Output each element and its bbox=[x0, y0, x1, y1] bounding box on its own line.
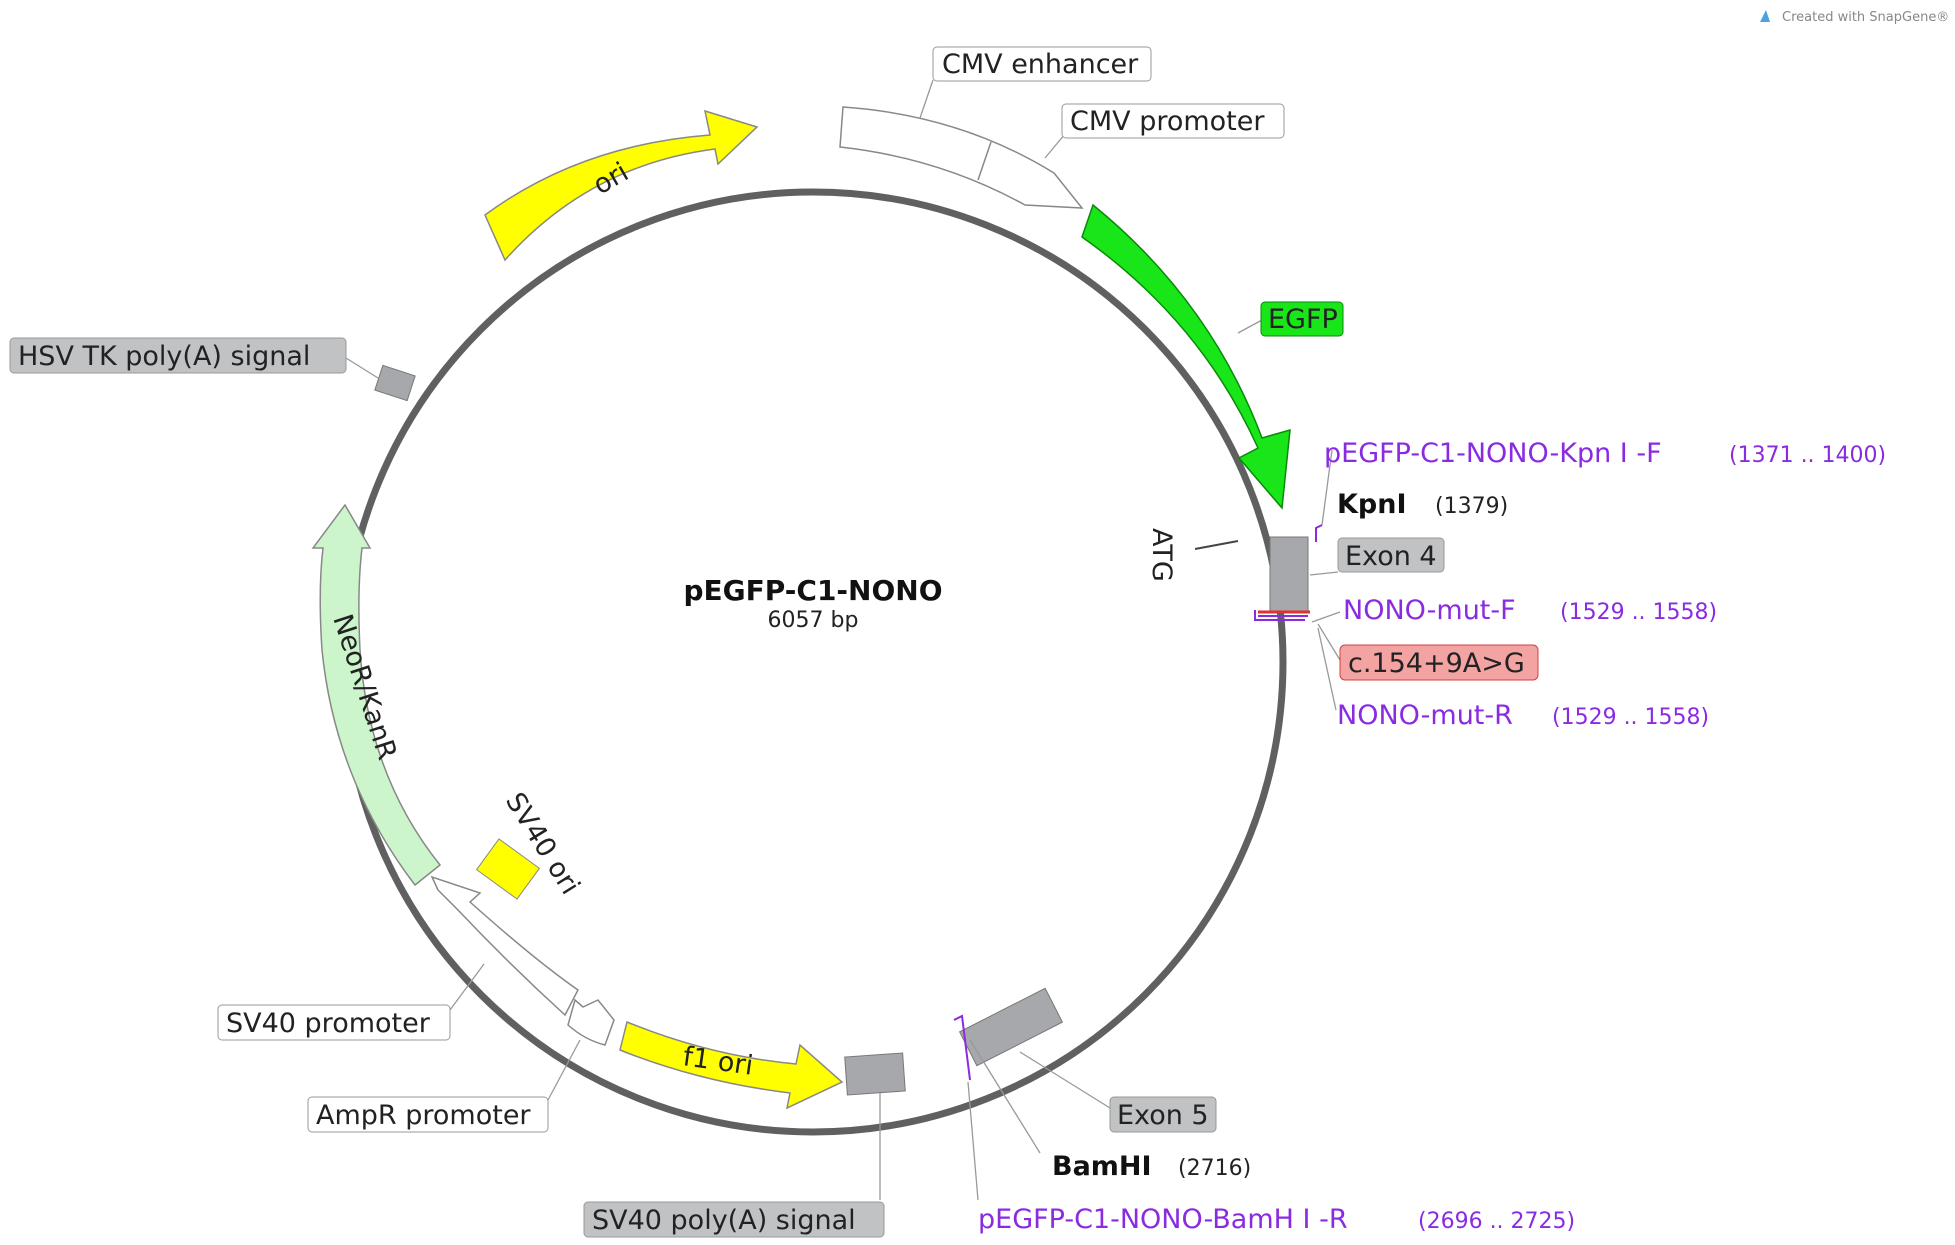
mut-r-primer-name[interactable]: NONO-mut-R bbox=[1337, 700, 1513, 731]
sv40-polya-box[interactable] bbox=[844, 1052, 906, 1096]
kpni-site-name[interactable]: KpnI bbox=[1337, 489, 1407, 520]
mut-f-primer-range: (1529 .. 1558) bbox=[1560, 600, 1717, 625]
cmv-divider bbox=[977, 141, 992, 181]
kpn-f-primer-name[interactable]: pEGFP-C1-NONO-Kpn Ⅰ -F bbox=[1324, 438, 1662, 469]
svg-text:EGFP: EGFP bbox=[1268, 304, 1338, 335]
bam-r-primer-mark bbox=[953, 1014, 971, 1081]
exon4-label[interactable]: Exon 4 bbox=[1337, 537, 1445, 573]
bam-r-primer-range: (2696 .. 2725) bbox=[1418, 1209, 1575, 1234]
mutation-label[interactable]: c.154+9A>G bbox=[1339, 644, 1539, 681]
svg-text:HSV TK poly(A) signal: HSV TK poly(A) signal bbox=[18, 341, 310, 372]
snapgene-logo-icon bbox=[1760, 10, 1770, 22]
plasmid-backbone bbox=[339, 188, 1287, 1136]
neor-kanr-feature[interactable] bbox=[311, 503, 442, 887]
svg-text:CMV enhancer: CMV enhancer bbox=[942, 49, 1139, 80]
egfp-label[interactable]: EGFP bbox=[1260, 301, 1344, 337]
exon4-box[interactable] bbox=[1269, 536, 1309, 613]
mut-f-primer-name[interactable]: NONO-mut-F bbox=[1343, 595, 1516, 626]
sv40-promoter-label[interactable]: SV40 promoter bbox=[217, 1004, 451, 1041]
mut-f-primer-mark bbox=[1254, 610, 1305, 621]
bamhi-site-name[interactable]: BamHI bbox=[1052, 1151, 1152, 1182]
exon5-box[interactable] bbox=[958, 987, 1064, 1067]
sv40-ori-box[interactable] bbox=[475, 838, 541, 900]
mut-r-primer-range: (1529 .. 1558) bbox=[1552, 705, 1709, 730]
kpn-f-primer-mark bbox=[1315, 524, 1323, 542]
kpn-f-primer-range: (1371 .. 1400) bbox=[1729, 443, 1886, 468]
watermark: Created with SnapGene® bbox=[1782, 10, 1949, 25]
bamhi-site-pos: (2716) bbox=[1178, 1156, 1251, 1181]
ampr-promoter-label[interactable]: AmpR promoter bbox=[307, 1096, 549, 1133]
hsv-tk-polya-label[interactable]: HSV TK poly(A) signal bbox=[9, 337, 347, 374]
svg-text:SV40 promoter: SV40 promoter bbox=[226, 1008, 431, 1039]
svg-text:CMV promoter: CMV promoter bbox=[1070, 106, 1265, 137]
hsv-tk-polya-box[interactable] bbox=[374, 364, 416, 402]
bam-r-primer-name[interactable]: pEGFP-C1-NONO-BamH Ⅰ -R bbox=[978, 1204, 1348, 1235]
ori-feature[interactable] bbox=[484, 109, 759, 262]
svg-text:c.154+9A>G: c.154+9A>G bbox=[1348, 648, 1525, 679]
leader-lines bbox=[345, 79, 1341, 1201]
svg-text:SV40 poly(A) signal: SV40 poly(A) signal bbox=[592, 1205, 856, 1236]
sv40-polya-label[interactable]: SV40 poly(A) signal bbox=[583, 1201, 885, 1238]
egfp-feature[interactable] bbox=[1081, 203, 1291, 510]
exon5-label[interactable]: Exon 5 bbox=[1109, 1096, 1217, 1133]
atg-label: ATG bbox=[1146, 528, 1177, 582]
atg-tick bbox=[1194, 540, 1239, 550]
plasmid-name: pEGFP-C1-NONO bbox=[683, 574, 942, 607]
f1-ori-label: f1 ori bbox=[681, 1041, 755, 1081]
cmv-enhancer-promoter-feature[interactable] bbox=[839, 106, 1084, 209]
cmv-promoter-label[interactable]: CMV promoter bbox=[1061, 103, 1285, 139]
ampr-promoter-feature[interactable] bbox=[567, 998, 615, 1046]
svg-text:AmpR promoter: AmpR promoter bbox=[316, 1100, 531, 1131]
kpni-site-pos: (1379) bbox=[1435, 494, 1508, 519]
f1-ori-feature[interactable] bbox=[619, 1020, 844, 1110]
cmv-enhancer-label[interactable]: CMV enhancer bbox=[932, 46, 1152, 82]
plasmid-size: 6057 bp bbox=[768, 608, 859, 633]
svg-text:Exon 4: Exon 4 bbox=[1345, 541, 1437, 572]
sv40-promoter-feature[interactable] bbox=[430, 875, 579, 1017]
svg-text:Exon 5: Exon 5 bbox=[1117, 1100, 1209, 1131]
